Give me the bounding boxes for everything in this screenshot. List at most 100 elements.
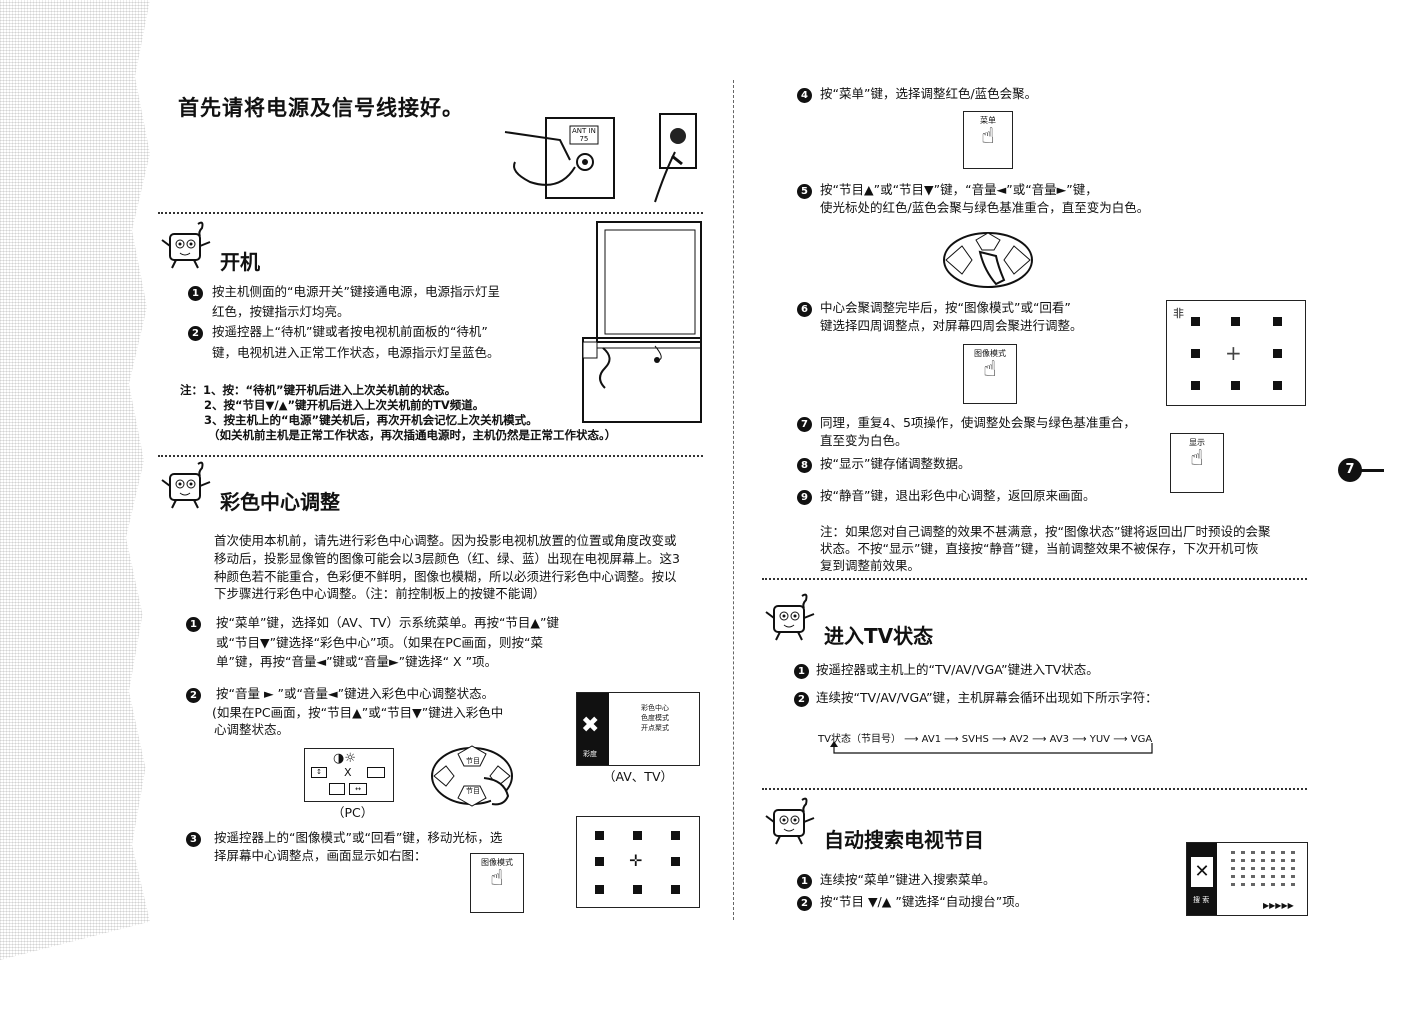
finger-press-icon: ☝ (1190, 446, 1204, 471)
search-step-1: 连续按“菜单”键进入搜索菜单。 (820, 872, 996, 887)
color-intro-line3: 种颜色若不能重合，色彩便不鲜明，图像也模糊，所以必须进行彩色中心调整。按以 (214, 569, 677, 584)
arrow-right-icon: ⟶ (1113, 734, 1131, 745)
arrow-right-icon: ⟶ (944, 734, 962, 745)
avtv-label: （AV、TV） (603, 769, 673, 784)
step-number-7: 7 (797, 417, 812, 432)
position-icon (367, 767, 385, 778)
color-step-6-line1: 中心会聚调整完毕后，按“图像模式”或“回看” (820, 300, 1071, 315)
step-number-1: 1 (794, 664, 809, 679)
color-step-7-line2: 直至变为白色。 (820, 433, 908, 448)
center-cross-icon: + (1225, 341, 1242, 365)
pc-menu-screen: ◑☼ ↕ X ↔ (304, 748, 394, 802)
menu-button: 菜单 ☝ (963, 111, 1013, 169)
hsize-icon: ↔ (349, 783, 367, 795)
color-intro-line4: 下步骤进行彩色中心调整。（注：前控制板上的按键不能调） (214, 586, 546, 601)
button-label: 菜单 (980, 116, 996, 125)
step-number-6: 6 (797, 302, 812, 317)
color-intro-line1: 首次使用本机前，请先进行彩色中心调整。因为投影电视机放置的位置或角度改变或 (214, 533, 677, 548)
arrow-right-icon: ⟶ (1072, 734, 1090, 745)
step-number-1: 1 (188, 286, 203, 301)
vsize-icon: ↕ (311, 767, 327, 778)
color-note-line2: 状态。不按“显示”键，直接按“静音”键，当前调整效果不被保存，下次开机可恢 (820, 541, 1259, 556)
divider (762, 788, 1307, 790)
color-step-5-line2: 使光标处的红色/蓝色会聚与绿色基准重合，直至变为白色。 (820, 200, 1150, 215)
page-title: 首先请将电源及信号线接好。 (178, 96, 464, 120)
menu-sidebar (577, 693, 609, 765)
antenna-search-icon: ✕ (1191, 857, 1213, 887)
power-step-1-line2: 红色，按键指示灯均亮。 (212, 304, 350, 319)
menu-item: 开点聚式 (641, 724, 669, 732)
contrast-brightness-icon: ◑☼ (333, 751, 356, 766)
remote-direction-pad (431, 745, 513, 807)
menu-side-label: 搜 索 (1193, 896, 1210, 904)
adjust-point (671, 831, 680, 840)
finger-press-icon: ☝ (981, 124, 995, 149)
step-number-3: 3 (186, 832, 201, 847)
divider (158, 455, 703, 457)
color-step-5-line1: 按“节目▲”或“节目▼”键，“音量◄”或“音量►”键， (820, 182, 1098, 197)
loop-back-arrow (830, 741, 1153, 754)
mascot-icon (765, 797, 815, 845)
adjust-point (633, 885, 642, 894)
color-note-line1: 注：如果您对自己调整的效果不甚满意，按“图像状态”键将返回出厂时预设的会聚 (820, 524, 1271, 539)
corner-cursor: 非 (1173, 307, 1184, 320)
section-title-color-center: 彩色中心调整 (220, 490, 340, 514)
arrow-right-icon: ⟶ (1032, 734, 1050, 745)
section-title-tv-mode: 进入TV状态 (824, 624, 934, 648)
flow-item: SVHS (961, 734, 989, 745)
tools-icon: ✖ (581, 713, 600, 738)
menu-item: 色度模式 (641, 714, 669, 722)
display-button: 显示 ☝ (1170, 433, 1224, 493)
search-menu-screen: ✕ 搜 索 ▶▶▶▶▶ (1186, 842, 1308, 916)
step-number-2: 2 (794, 692, 809, 707)
flow-item: AV3 (1049, 734, 1070, 745)
cursor-crosshair-icon: ✛ (629, 851, 643, 870)
connection-illustration (504, 113, 697, 203)
adjust-point (671, 885, 680, 894)
remote-direction-pad (943, 232, 1033, 288)
color-step-6-line2: 键选择四周调整点，对屏幕四周会聚进行调整。 (820, 318, 1083, 333)
mascot-icon (765, 593, 815, 641)
tv-illustration (582, 221, 702, 423)
adjust-point (1273, 317, 1282, 326)
arrow-right-icon: ⟶ (992, 734, 1010, 745)
divider (762, 578, 1307, 580)
adjust-point (595, 831, 604, 840)
color-step-7-line1: 同理，重复4、5项操作，使调整处会聚与绿色基准重合， (820, 415, 1136, 430)
mascot-icon (161, 221, 211, 269)
adjust-point (633, 831, 642, 840)
adjust-point (1191, 317, 1200, 326)
flow-item: YUV (1089, 734, 1111, 745)
avtv-menu-screen: ✖ 彩度 彩色中心 色度模式 开点聚式 (576, 692, 700, 766)
finger-press-icon: ☝ (490, 866, 504, 891)
button-label: 显示 (1189, 438, 1205, 447)
color-step-1-line1: 按“菜单”键，选择如（AV、TV）示系统菜单。再按“节目▲”键 (216, 615, 560, 630)
search-step-2: 按“节目 ▼/▲ ”键选择“自动搜台”项。 (820, 894, 1028, 909)
step-number-9: 9 (797, 490, 812, 505)
x-icon: X (344, 766, 352, 779)
menu-item-list: 彩色中心 色度模式 开点聚式 (641, 703, 669, 733)
page-number: 7 (1338, 458, 1362, 482)
power-step-1-line1: 按主机侧面的“电源开关”键接通电源，电源指示灯呈 (212, 284, 500, 299)
center-point-screen: ✛ (576, 816, 700, 908)
mascot-icon (161, 461, 211, 509)
color-step-2-line3: 心调整状态。 (214, 722, 290, 737)
finger-press-icon: ☝ (983, 357, 997, 382)
color-step-1-line2: 或“节目▼”键选择“彩色中心”项。（如果在PC画面，则按“菜 (216, 635, 544, 650)
phase-icon (329, 783, 345, 795)
step-number-2: 2 (188, 326, 203, 341)
adjust-point (1191, 381, 1200, 390)
page-number-tab (1360, 469, 1384, 472)
flow-item: AV1 (921, 734, 942, 745)
color-step-3-line2: 择屏幕中心调整点，画面显示如右图： (214, 848, 427, 863)
tv-step-2: 连续按“TV/AV/VGA”键，主机屏幕会循环出现如下所示字符： (816, 690, 1158, 705)
step-number-5: 5 (797, 184, 812, 199)
button-label: 图像模式 (481, 858, 513, 867)
adjust-point (671, 857, 680, 866)
flow-item: VGA (1130, 734, 1153, 745)
step-number-4: 4 (797, 88, 812, 103)
menu-item: 彩色中心 (641, 704, 669, 712)
color-note-line3: 复到调整前效果。 (820, 558, 921, 573)
step-number-2: 2 (797, 896, 812, 911)
pc-label: （PC） (332, 805, 374, 820)
